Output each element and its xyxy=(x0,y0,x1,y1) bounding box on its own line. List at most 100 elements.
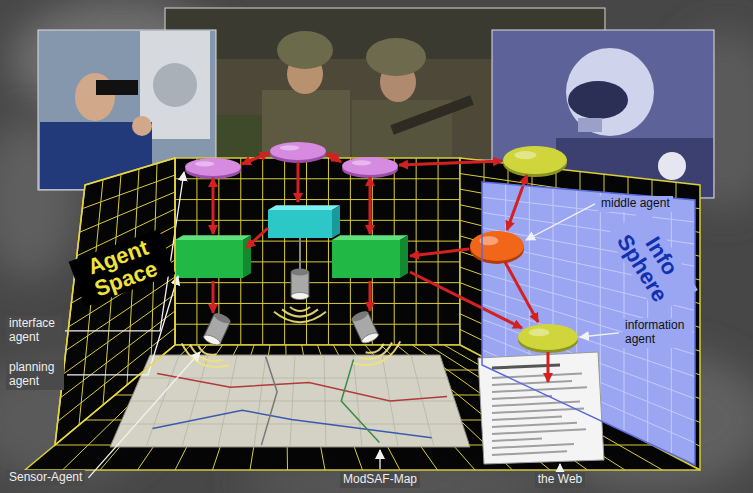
sensor-lamp xyxy=(335,302,405,373)
callout-label: ModSAF-Map xyxy=(340,472,420,488)
map xyxy=(110,355,470,447)
grid-line xyxy=(328,158,329,345)
sensor-lamp xyxy=(274,269,326,323)
map-grid-line xyxy=(130,401,455,402)
pilot-helmet xyxy=(566,48,654,136)
region-title: Agent Space xyxy=(69,229,176,307)
leader-line xyxy=(580,333,619,337)
callout-label: interface agent xyxy=(6,316,62,346)
grid-line xyxy=(262,158,263,345)
red-arrow xyxy=(369,177,372,234)
ellipse-highlight xyxy=(195,161,215,166)
sailor-eyepiece xyxy=(96,80,138,95)
box-side xyxy=(332,205,340,238)
binocular-lens xyxy=(153,63,197,107)
agent-ellipse xyxy=(470,231,524,264)
box-top xyxy=(332,235,408,240)
lamp-lens xyxy=(291,293,309,300)
red-arrow xyxy=(212,281,215,313)
grid-line xyxy=(175,199,460,200)
pilot-visor xyxy=(568,81,628,119)
leader-line xyxy=(526,204,595,240)
rifle xyxy=(392,100,472,130)
red-arrow xyxy=(369,281,372,311)
ellipse-face xyxy=(185,158,241,176)
grid-line xyxy=(82,175,175,209)
light-wave xyxy=(353,341,405,372)
ellipse-face xyxy=(503,146,567,174)
web-page-line xyxy=(492,439,542,442)
ellipse-highlight xyxy=(514,151,536,159)
leader-line xyxy=(379,450,380,469)
light-wave xyxy=(359,343,395,365)
web-page-line xyxy=(492,429,586,434)
light-wave xyxy=(282,309,318,316)
agent-ellipse xyxy=(503,146,567,177)
web-page-line xyxy=(492,444,574,448)
agent-box xyxy=(175,235,251,278)
lamp-lens xyxy=(202,333,221,347)
leader-line xyxy=(65,172,184,331)
agent-box xyxy=(332,235,408,278)
grid-line xyxy=(284,158,285,345)
map-road xyxy=(153,410,432,438)
agent-ellipse xyxy=(342,157,398,178)
box-front xyxy=(332,240,400,278)
box-top xyxy=(175,235,251,240)
ellipse-face xyxy=(470,231,524,261)
web-page-line xyxy=(492,423,577,427)
red-arrow xyxy=(399,161,502,165)
agent-ellipse xyxy=(270,142,326,163)
web-page-line xyxy=(492,381,572,385)
leader-line xyxy=(559,464,560,469)
box-front xyxy=(268,210,332,238)
web-page-line xyxy=(492,451,567,455)
red-arrow xyxy=(246,228,268,248)
lamp-lens xyxy=(360,331,379,345)
region-wall: Agent Space xyxy=(55,158,175,445)
wall-outline-shape xyxy=(482,182,695,465)
callout-label: middle agent xyxy=(598,196,673,212)
grid-line xyxy=(175,282,460,283)
box-top xyxy=(268,205,340,210)
red-arrow xyxy=(327,153,341,162)
lamp-stem xyxy=(299,238,301,272)
map-road xyxy=(261,357,277,445)
soldier-body xyxy=(262,90,350,159)
callout-label: Sensor-Agent xyxy=(6,470,85,486)
box-front xyxy=(175,240,243,278)
callout-label: the Web xyxy=(535,472,585,488)
grid-line xyxy=(175,303,460,304)
wall-outline-shape xyxy=(55,158,175,445)
red-arrow xyxy=(505,262,538,322)
photo-pilot xyxy=(492,30,714,198)
red-arrow xyxy=(410,249,469,256)
lamp-cap xyxy=(291,269,309,276)
web-page-line xyxy=(492,417,562,421)
agent-ellipse xyxy=(185,158,241,179)
back-wall xyxy=(175,158,460,345)
red-arrow xyxy=(507,175,527,230)
red-arrow xyxy=(410,272,522,328)
box-side xyxy=(243,235,251,278)
soldier-helmet xyxy=(277,31,333,69)
ellipse-highlight xyxy=(352,160,372,165)
red-arrow xyxy=(242,153,269,164)
agent-arrows xyxy=(213,153,548,382)
grid-line xyxy=(80,192,175,232)
web-page-sheet xyxy=(478,352,604,464)
ellipse-highlight xyxy=(529,329,550,337)
lamp-cap xyxy=(350,309,369,323)
ellipse-face xyxy=(270,142,326,160)
lamp-cap xyxy=(213,311,232,325)
light-wave xyxy=(274,312,326,322)
web-page-line xyxy=(492,396,552,399)
wall-outline xyxy=(55,158,175,445)
floor xyxy=(25,345,700,470)
agent-box xyxy=(268,205,340,238)
ellipse-highlight xyxy=(280,145,300,150)
map-road xyxy=(341,360,379,443)
pilot-patch xyxy=(658,152,686,180)
